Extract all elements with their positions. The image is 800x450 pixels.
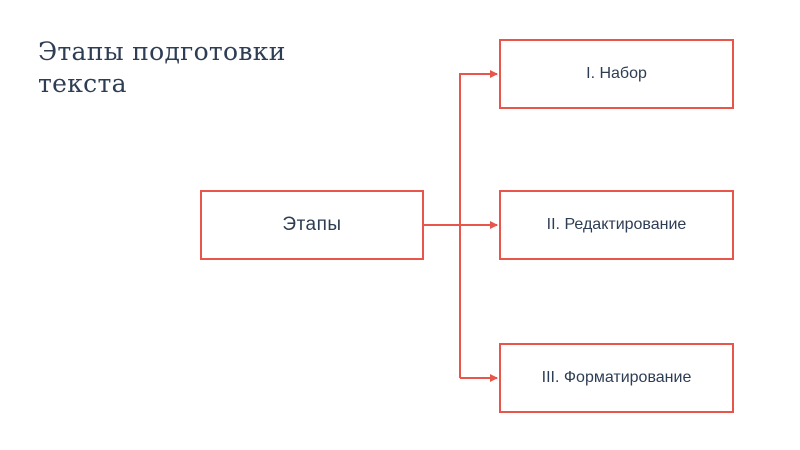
stage-node-1-label: I. Набор [586, 65, 647, 82]
stage-node-3: III. Форматирование [499, 343, 734, 413]
root-node: Этапы [200, 190, 424, 260]
stage-node-1: I. Набор [499, 39, 734, 109]
root-node-label: Этапы [282, 214, 342, 235]
stage-node-2-label: II. Редактирование [546, 216, 687, 233]
slide-title: Этапы подготовки текста [38, 37, 286, 98]
stage-node-3-label: III. Форматирование [541, 369, 692, 386]
stage-node-2: II. Редактирование [499, 190, 734, 260]
